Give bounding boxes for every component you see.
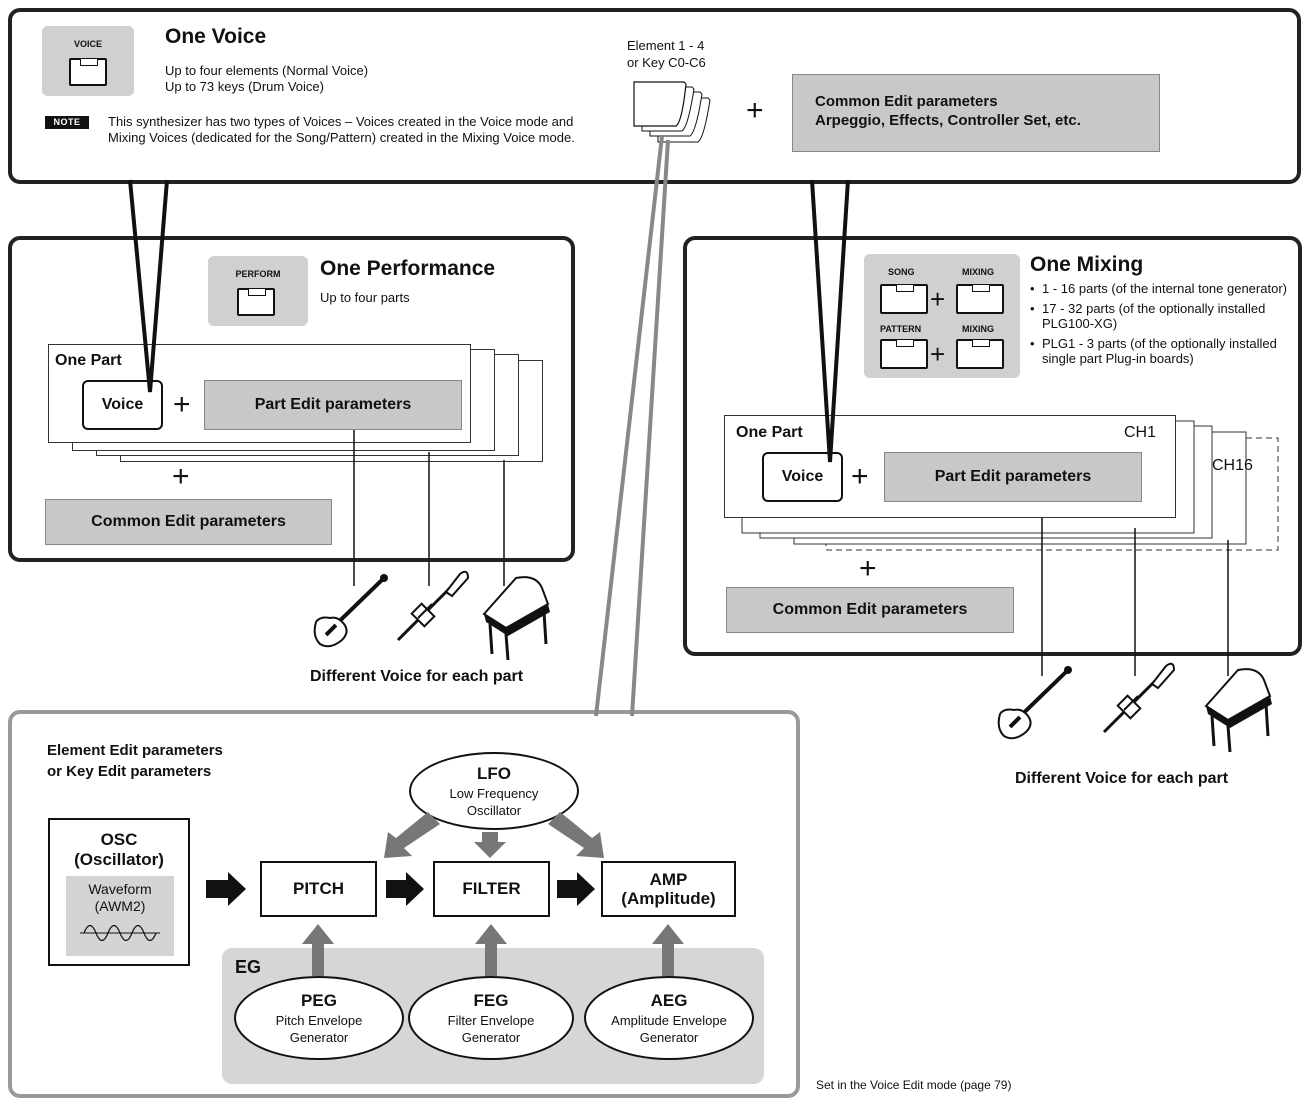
mixing-button-label-2: MIXING (962, 324, 995, 334)
note-badge-text: NOTE (53, 117, 81, 127)
element-edit-heading-line2: or Key Edit parameters (47, 763, 212, 780)
pattern-button-label: PATTERN (880, 324, 922, 334)
mixing-key-icon-1 (956, 284, 1004, 314)
aeg-line1: Amplitude Envelope (611, 1013, 727, 1028)
voice-common-edit-box: Common Edit parameters Arpeggio, Effects… (792, 74, 1160, 152)
trumpet-icon (1102, 662, 1176, 734)
mixing-caption: Different Voice for each part (1015, 770, 1229, 787)
mixing-bullet-3: PLG1 - 3 parts (of the optionally instal… (1030, 336, 1302, 366)
mixing-bullet-2: 17 - 32 parts (of the optionally install… (1030, 301, 1302, 331)
waveform-box: Waveform (AWM2) (66, 876, 174, 956)
trumpet-icon (396, 570, 470, 642)
mixing-voice-box: Voice (762, 452, 843, 502)
eg-label: EG (235, 957, 262, 977)
ch1-label: CH1 (1124, 424, 1157, 441)
footer-note: Set in the Voice Edit mode (page 79) (816, 1078, 1012, 1092)
element-range-line2: or Key C0-C6 (627, 55, 706, 70)
one-mixing-title: One Mixing (1030, 253, 1144, 276)
amp-subtitle: (Amplitude) (621, 889, 716, 908)
song-key-icon (880, 284, 928, 314)
aeg-line2: Generator (639, 1030, 699, 1045)
mixing-common-edit-box: Common Edit parameters (726, 587, 1014, 633)
grand-piano-icon (482, 576, 550, 660)
mixing-key-icon-2 (956, 339, 1004, 369)
osc-subtitle: (Oscillator) (74, 850, 164, 869)
mixing-one-part-title: One Part (736, 424, 803, 441)
mixing-button-label-1: MIXING (962, 267, 995, 277)
one-voice-title: One Voice (165, 25, 267, 48)
lfo-line2: Oscillator (466, 803, 522, 818)
mixing-part-edit-box: Part Edit parameters (884, 452, 1142, 502)
perf-part-edit-box: Part Edit parameters (204, 380, 462, 430)
peg-line2: Generator (289, 1030, 349, 1045)
perf-plus-2: + (172, 460, 190, 493)
aeg-ellipse: AEG Amplitude Envelope Generator (584, 976, 754, 1060)
pattern-key-icon (880, 339, 928, 369)
amp-title: AMP (649, 870, 688, 889)
peg-line1: Pitch Envelope (275, 1013, 363, 1028)
voice-button-box: VOICE (42, 26, 134, 96)
voice-key-icon (69, 58, 107, 86)
element-range-line1: Element 1 - 4 (627, 38, 705, 53)
song-button-label: SONG (888, 267, 915, 277)
pitch-box: PITCH (260, 861, 377, 917)
mixing-bullet-list: 1 - 16 parts (of the internal tone gener… (1030, 281, 1302, 371)
peg-title: PEG (301, 991, 337, 1010)
one-performance-title: One Performance (320, 257, 496, 280)
feg-ellipse: FEG Filter Envelope Generator (408, 976, 574, 1060)
element-gray-line-left (594, 135, 664, 717)
perform-button-box: PERFORM (208, 256, 308, 326)
note-badge: NOTE (45, 116, 89, 129)
voice-common-edit-line2: Arpeggio, Effects, Controller Set, etc. (815, 112, 1081, 129)
mixing-plus-part: + (851, 460, 869, 493)
waveform-wave-icon (80, 924, 160, 942)
lfo-line1: Low Frequency (449, 786, 539, 801)
one-performance-subtitle: Up to four parts (320, 290, 410, 305)
perf-voice-box: Voice (82, 380, 163, 430)
mixing-buttons-box: SONG MIXING + PATTERN MIXING + (864, 254, 1020, 378)
perf-common-edit-box: Common Edit parameters (45, 499, 332, 545)
voice-common-edit-line1: Common Edit parameters (815, 93, 998, 110)
amp-box: AMP (Amplitude) (601, 861, 736, 917)
peg-ellipse: PEG Pitch Envelope Generator (234, 976, 404, 1060)
feg-title: FEG (473, 991, 509, 1010)
mixing-plus-common: + (859, 552, 877, 585)
grand-piano-icon (1204, 668, 1272, 752)
voice-button-label: VOICE (73, 39, 102, 49)
mixing-plus-2: + (930, 339, 946, 369)
waveform-label: Waveform (88, 881, 152, 897)
osc-title: OSC (100, 830, 138, 849)
perform-key-icon (237, 288, 275, 316)
note-text: This synthesizer has two types of Voices… (108, 114, 575, 145)
element-gray-line-right (630, 139, 670, 717)
mixing-bullet-1: 1 - 16 parts (of the internal tone gener… (1030, 281, 1302, 296)
perf-plus-1: + (173, 388, 191, 421)
electric-guitar-icon (997, 666, 1072, 740)
element-stack-icon (633, 81, 711, 143)
awm2-label: (AWM2) (94, 898, 146, 914)
electric-guitar-icon (313, 574, 388, 648)
feg-line1: Filter Envelope (447, 1013, 535, 1028)
plus-sign-voice: + (746, 94, 764, 127)
one-voice-line1: Up to four elements (Normal Voice) (165, 63, 369, 78)
filter-box: FILTER (433, 861, 550, 917)
feg-line2: Generator (461, 1030, 521, 1045)
lfo-ellipse: LFO Low Frequency Oscillator (409, 752, 579, 830)
osc-box: OSC (Oscillator) Waveform (AWM2) (48, 818, 190, 966)
perf-one-part-title: One Part (55, 352, 122, 369)
perf-caption: Different Voice for each part (310, 668, 524, 685)
perform-button-label: PERFORM (235, 269, 281, 279)
one-voice-line2: Up to 73 keys (Drum Voice) (165, 79, 324, 94)
aeg-title: AEG (650, 991, 688, 1010)
element-edit-heading-line1: Element Edit parameters (47, 742, 223, 759)
ch16-label: CH16 (1212, 457, 1253, 474)
mixing-plus-1: + (930, 284, 946, 314)
lfo-title: LFO (477, 764, 511, 783)
